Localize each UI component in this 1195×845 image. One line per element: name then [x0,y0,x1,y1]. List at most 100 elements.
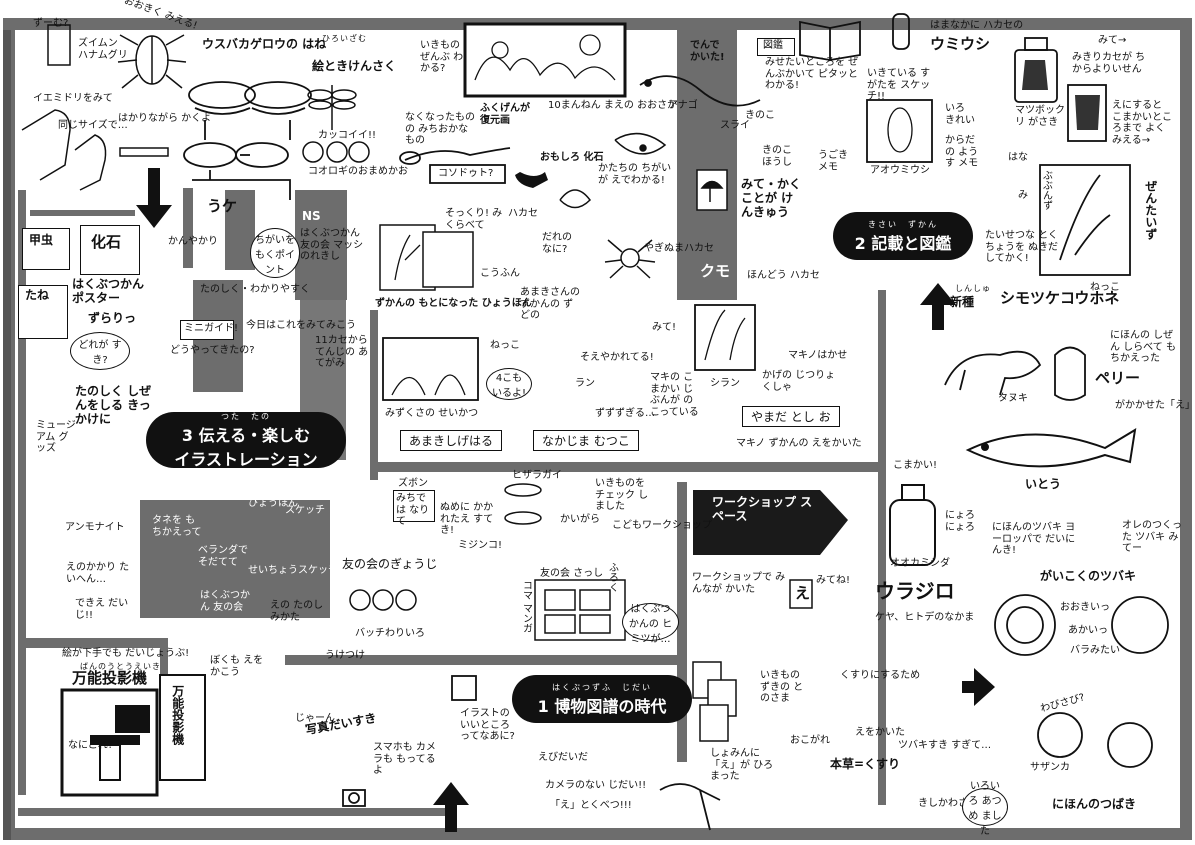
zentaizu-plate [1039,164,1131,276]
mushroom-card [696,169,728,211]
japan-nature-label: にほんの しぜん しらべて もちかえった [1110,330,1176,364]
new-species-furigana: しんしゅ [955,284,991,293]
mini-guide-label: ミニガイド! [184,323,239,334]
commissioned-label: がかかせた「え」 [1115,400,1195,411]
collected-bubble: いろいろ あつめ ました [962,781,1008,837]
name-nakajima: なかじま むつこ [533,430,639,451]
no-camera-label: カメラのない じだい!! [545,780,647,791]
drawing-study: 絵ときけんさく [312,59,397,73]
makino-detail-label: マキの こまかい じぶんが のこっている [650,372,699,418]
drawn-label: そえやかれてる! [580,352,654,363]
spread-label: しょみんに「え」が ひろまった [710,748,774,782]
specimen-box-icon [47,24,71,66]
projector-vertical-label: 万能投影機 [170,685,185,745]
tetsudo-label: コソドゥト? [438,168,494,179]
ammonite-label: アンモナイト [65,522,125,533]
new-species-label: 新種 [950,295,975,309]
secret-bubble: はくぶつかんの ヒミツが… [622,603,679,645]
drawn-important-label: できえ だいじ!! [75,598,129,621]
hakase-label: ハカセ [508,208,538,219]
honzou-label: 本草=くすり [830,757,901,771]
workshop-title: ワークショップ スペース [712,495,813,523]
sticker-fossil-label: 化石 [91,233,122,251]
fun-nature-label: たのしく しぜんをしる きっかけに [75,384,152,426]
magazine-label: はくぶつかん 友の会 マッシのれきし [300,228,364,262]
dragonfly-icon [307,85,357,130]
flower-label: はな [1008,152,1028,163]
how-made-label: どうやってきたの? [170,345,255,356]
workshop-mitene: みてね! [816,575,851,586]
base-specimen-label: ずかんの もとになった ひょうほん [375,298,532,309]
jar-icon [892,13,910,50]
wing-diagram [183,81,312,200]
poster-label: はくぶつかん ポスター [72,277,145,305]
eel-icon [639,75,761,107]
camellia-love-label: ツバキすき すぎて… [898,740,992,751]
water-flea-label: ミジンコ! [458,540,503,551]
admire-label: おこがれ [790,735,830,746]
club-magazine-label: 友の会 さっし [540,568,604,579]
color-label: いろ きれい [945,103,975,126]
kanmawari-label: かんやかり [168,236,218,247]
workshop-e: え [795,584,811,602]
japanese-camellia-label: にほんのつばき [1052,797,1137,811]
point-bubble: ちがいを もくポイント [250,228,300,278]
zone-1-sign: はくぶつずふ じだい 1 博物図譜の時代 [512,675,692,723]
detailed-label: こまかい! [893,460,938,471]
body-memo-label: からだの ようす メモ [945,135,979,169]
check-label: いきものを チェック しました [595,478,649,512]
whole-view-label: ぜんたいず [1143,180,1158,240]
projector-device [90,705,150,781]
projector-note: 絵が下手でも だいじょうぶ! [62,648,190,659]
chiton-label: ヒザラガイ [512,470,562,481]
zone-2-furigana: きさい ずかん [868,219,938,229]
move-memo-label: うごき メモ [818,150,848,173]
name-amaki: あまきしげはる [400,430,503,451]
urajiro-label: ウラジロ [875,579,955,603]
zukan-book [799,20,861,61]
zone-2-sign: きさい ずかん 2 記載と図鑑 [833,212,973,260]
red-flower-label: あかいっ [1068,625,1108,636]
direction-arrows [136,168,995,832]
friends-club-tag: はくぶつかん 友の会 [200,590,250,613]
fossil-worm [399,147,511,184]
bag-label: ミュージアム グッズ [36,420,76,454]
orchid-label: ラン [575,378,595,389]
perry-portrait [1054,346,1086,401]
name-yamada: やまだ とし お [742,406,840,427]
eel-label: アナゴ [668,100,698,111]
edaida-label: えびだいだ [538,752,588,763]
kourufu-label: こうふん [480,268,520,279]
fossil-mark-label: ふくげんが 復元画 [480,103,530,126]
look-label: みて! [652,322,677,333]
projector-title: 万能投影機 [72,669,148,687]
secret-bubble-text: はくぶつかんの ヒミツが… [628,603,673,645]
specimen-label: ズイムン ハナムグリ [78,38,128,61]
big-flower-label: おおきいっ [1060,602,1110,613]
badge-label: バッチわりいろ [355,628,425,639]
ns-panel-label: NS [302,209,321,223]
feature-label: たいせつな とくちょうを ぬきだしてかく! [985,230,1058,264]
camellia-flowers [994,594,1169,768]
drew-pictures-label: えをかいた [855,727,905,738]
mural-frame [463,22,627,98]
which-bubble: どれが すき? [70,332,130,370]
specimen-tag: ひょうほん [248,498,298,509]
appendix-label: ふろく [606,562,618,592]
pinecone-label: マツボックリ がさき [1015,105,1065,128]
cricket-faces [302,141,370,163]
compare-label: そっくり! みくらべて [445,208,503,231]
shadow-label: かげの じつりょくしゃ [762,370,836,393]
four-bubble-text: 4こも いるよ! [491,373,526,399]
spider-title: クモ [700,262,731,280]
shimotsuke-label: シモツケコウホネ [1000,289,1120,307]
mushroom-spore-label: きのこ ほうし [762,145,792,168]
point-bubble-text: ちがいを もくポイント [255,234,295,276]
me-too-label: ぼくも えをかこう [210,655,264,678]
amaki-zukan-label: あまきさんの ずかんの ずどの [520,287,580,321]
sticker-beetle-label: 甲虫 [29,233,54,247]
phone-label: スマホも カメラも もってるよ [373,742,436,776]
zone-3-number: 3 [181,425,194,445]
cricket-label: コオロギのおまめかお [308,166,408,177]
